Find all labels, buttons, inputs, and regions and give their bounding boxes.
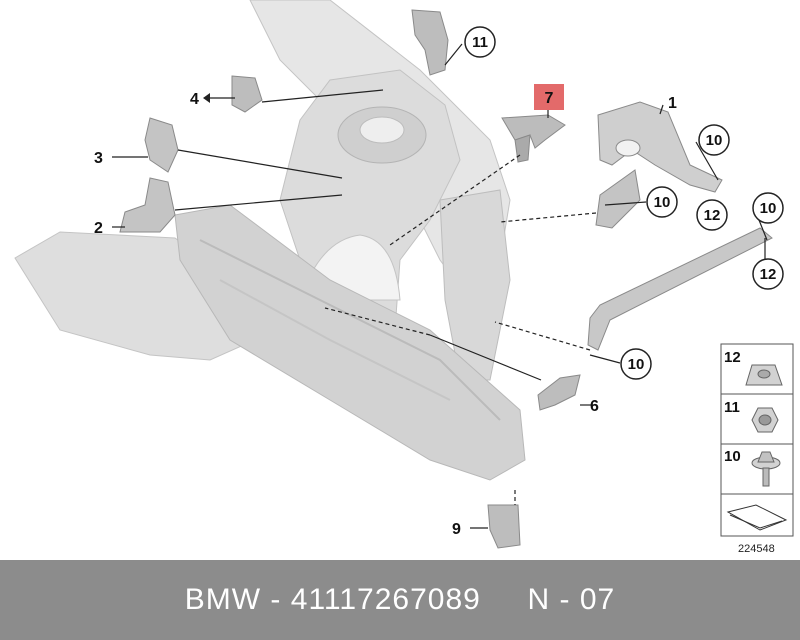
label-2: 2	[94, 220, 103, 237]
clip-nut-icon	[745, 364, 783, 386]
svg-text:10: 10	[724, 448, 741, 465]
svg-text:12: 12	[724, 349, 741, 366]
svg-text:2: 2	[94, 220, 103, 237]
part-2-bracket	[119, 177, 176, 233]
label-7-highlighted: 7	[534, 84, 564, 110]
svg-text:3: 3	[94, 150, 103, 167]
part-4-bracket	[231, 75, 263, 113]
footer-bar: BMW - 41117267089 N - 07	[0, 560, 800, 640]
hex-nut-icon	[751, 407, 779, 433]
svg-text:224548: 224548	[738, 543, 775, 555]
parts-diagram: 4 3 2 1 6 9 7 11 10 10 12 10 12	[14, 0, 794, 555]
highlight-box	[534, 84, 564, 110]
svg-text:10: 10	[706, 132, 723, 149]
callout-12-right: 12	[752, 258, 784, 290]
callout-12-middle: 12	[696, 199, 728, 231]
svg-text:1: 1	[668, 95, 677, 112]
label-1: 1	[668, 95, 677, 112]
part-11-bracket	[411, 9, 449, 76]
label-3: 3	[94, 150, 103, 167]
svg-text:10: 10	[760, 200, 777, 217]
callout-10-lower: 10	[620, 348, 652, 380]
part-1-support-arm	[595, 101, 723, 229]
arrow-icon	[726, 504, 788, 531]
part-7-bracket	[501, 114, 566, 163]
svg-text:9: 9	[452, 521, 461, 538]
callout-10-upper: 10	[698, 124, 730, 156]
svg-text:6: 6	[590, 398, 599, 415]
callout-10-right: 10	[752, 192, 784, 224]
callout-11: 11	[464, 26, 496, 58]
part-3-bracket	[144, 117, 179, 173]
label-6: 6	[590, 398, 599, 415]
svg-text:12: 12	[704, 207, 721, 224]
part-number-text: BMW - 41117267089 N - 07	[184, 583, 616, 616]
part-strut-brace	[587, 227, 773, 351]
parts-diagram-svg: 4 3 2 1 6 9 7 11 10 10 12 10 12	[14, 0, 794, 555]
svg-text:10: 10	[628, 356, 645, 373]
label-4: 4	[190, 91, 210, 108]
part-9-bracket	[487, 504, 521, 549]
svg-text:10: 10	[654, 194, 671, 211]
svg-text:7: 7	[545, 90, 554, 107]
flange-bolt-icon	[751, 451, 781, 487]
callout-10-middle: 10	[646, 186, 678, 218]
svg-text:4: 4	[190, 91, 199, 108]
wheel-arch-structure	[14, 0, 526, 481]
leader-lines	[112, 43, 768, 529]
label-9: 9	[452, 521, 461, 538]
svg-text:12: 12	[760, 266, 777, 283]
svg-text:11: 11	[724, 399, 740, 416]
svg-text:11: 11	[472, 34, 488, 51]
fastener-legend: 12 11 10 224548	[720, 343, 794, 555]
part-6-bracket	[537, 374, 581, 411]
